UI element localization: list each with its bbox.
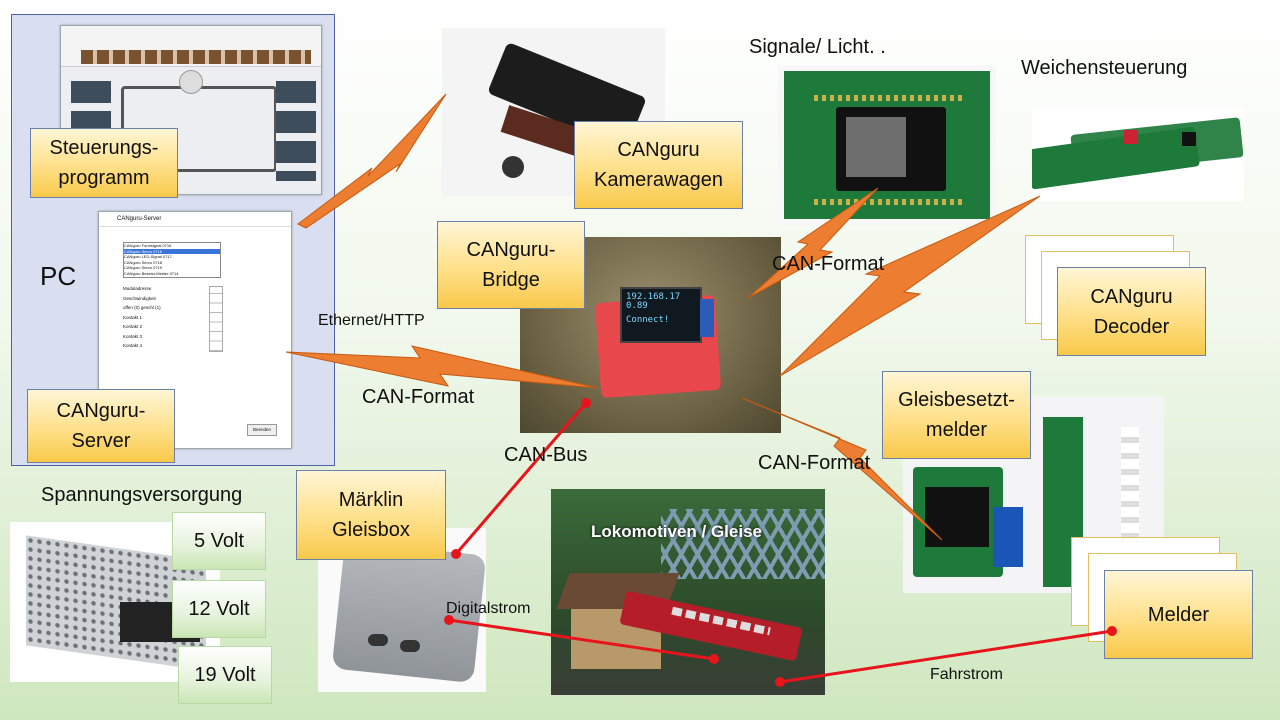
bridge-label: CANguru-Bridge [437, 221, 585, 309]
lokomotiven-text: Lokomotiven / Gleise [591, 522, 762, 541]
ethernet-label: Ethernet/HTTP [318, 312, 425, 329]
canformat-top-label: CAN-Format [772, 253, 885, 275]
oled-line: Connect! [626, 315, 670, 325]
steuerungsprogramm-text: Steuerungs-programm [49, 137, 159, 189]
server-param: offen (0) geschl (1) [123, 305, 161, 310]
gleisbox-label: Märklin Gleisbox [296, 470, 446, 560]
spannung-title: Spannungsversorgung [41, 484, 243, 506]
signale-photo [778, 65, 996, 225]
kamerawagen-text: CANguru Kamerawagen [594, 139, 723, 191]
steuerungsprogramm-label: Steuerungs-programm [30, 128, 178, 198]
oled-line: 0.89 [626, 301, 648, 311]
pc-panel: Steuerungs-programm CANguru-Server CANgu… [11, 14, 335, 466]
server-param: Kontakt 4 [123, 343, 143, 348]
server-label: CANguru-Server [27, 389, 175, 463]
weichen-title: Weichensteuerung [1021, 57, 1188, 79]
canformat-right-label: CAN-Format [758, 452, 871, 474]
signale-title: Signale/ Licht. . [749, 36, 886, 58]
server-list-item[interactable]: CANguru Servo 0719 [124, 265, 163, 270]
canformat-left-label: CAN-Format [362, 386, 475, 408]
server-list-item[interactable]: CANguru Servo 0718 [124, 259, 163, 265]
kamerawagen-label: CANguru Kamerawagen [574, 121, 743, 209]
melder-label: Melder [1104, 570, 1253, 659]
volt-5-text: 5 Volt [193, 529, 245, 552]
gleisbesetzt-label: Gleisbesetzt-melder [882, 371, 1031, 459]
server-param: Kontakt 3 [123, 333, 143, 339]
server-text: CANguru-Server [56, 400, 146, 452]
server-list-item[interactable]: CANguru LED-Signal 0717 [124, 254, 172, 259]
server-list-item[interactable]: CANguru Formsignal 0716 [124, 243, 172, 248]
server-param: Kontakt 1 [123, 314, 143, 320]
server-window-title: CANguru-Server [99, 212, 291, 227]
beenden-button[interactable]: Beenden [247, 424, 277, 436]
volt-12-text: 12 Volt [188, 597, 250, 620]
decoder-label: CANguru Decoder [1057, 267, 1206, 356]
server-list-item[interactable]: CANguru Servo 0715 [124, 248, 220, 254]
decoder-text: CANguru Decoder [1090, 285, 1173, 338]
volt-5-box: 5 Volt [172, 512, 266, 570]
server-param: Geschwindigkeit [123, 295, 156, 301]
canbus-label: CAN-Bus [504, 444, 588, 466]
digitalstrom-label: Digitalstrom [446, 600, 531, 617]
server-param: Moduladresse [123, 286, 152, 291]
volt-12-box: 12 Volt [172, 580, 266, 638]
pc-label: PC [40, 261, 77, 291]
gleisbesetzt-text: Gleisbesetzt-melder [898, 389, 1015, 441]
melder-text: Melder [1147, 603, 1210, 626]
server-list-item[interactable]: CANguru Besetzt-Melder 0714 [124, 270, 179, 276]
volt-19-box: 19 Volt [178, 646, 272, 704]
bridge-text: CANguru-Bridge [466, 239, 556, 291]
volt-19-text: 19 Volt [194, 663, 256, 686]
fahrstrom-label: Fahrstrom [930, 666, 1003, 683]
gleisbox-text: Märklin Gleisbox [332, 489, 410, 541]
server-param: Kontakt 2 [123, 324, 143, 329]
weichen-photo [1032, 108, 1244, 201]
oled-line: 192.168.17 [626, 292, 681, 302]
